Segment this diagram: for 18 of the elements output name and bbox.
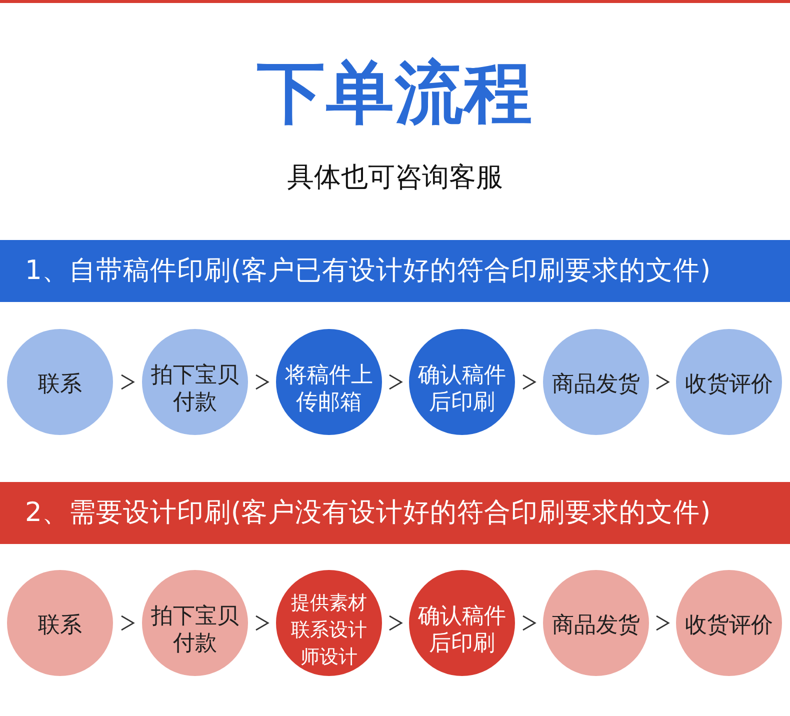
step-text: 商品发货 [552,370,640,398]
step-text: 提供素材联系设计师设计 [290,590,368,670]
step-text: 联系 [38,612,82,638]
section-heading: 1、自带稿件印刷(客户已有设计好的符合印刷要求的文件) [25,254,711,288]
step-text: 确认稿件后印刷 [417,362,507,416]
step-text: 收货评价 [685,612,773,638]
section-band [0,240,790,302]
subtitle: 具体也可咨询客服 [286,161,504,195]
step-text: 拍下宝贝付款 [150,603,240,657]
step-text: 联系 [38,370,82,398]
step-text: 拍下宝贝付款 [150,362,240,416]
title: 下单流程 [256,54,534,134]
step-text: 确认稿件后印刷 [417,603,507,657]
step-text: 商品发货 [552,612,640,638]
section-band [0,482,790,544]
step-text: 收货评价 [685,370,773,398]
step-text: 将稿件上传邮箱 [284,362,374,416]
section-heading: 2、需要设计印刷(客户没有设计好的符合印刷要求的文件) [25,496,711,530]
